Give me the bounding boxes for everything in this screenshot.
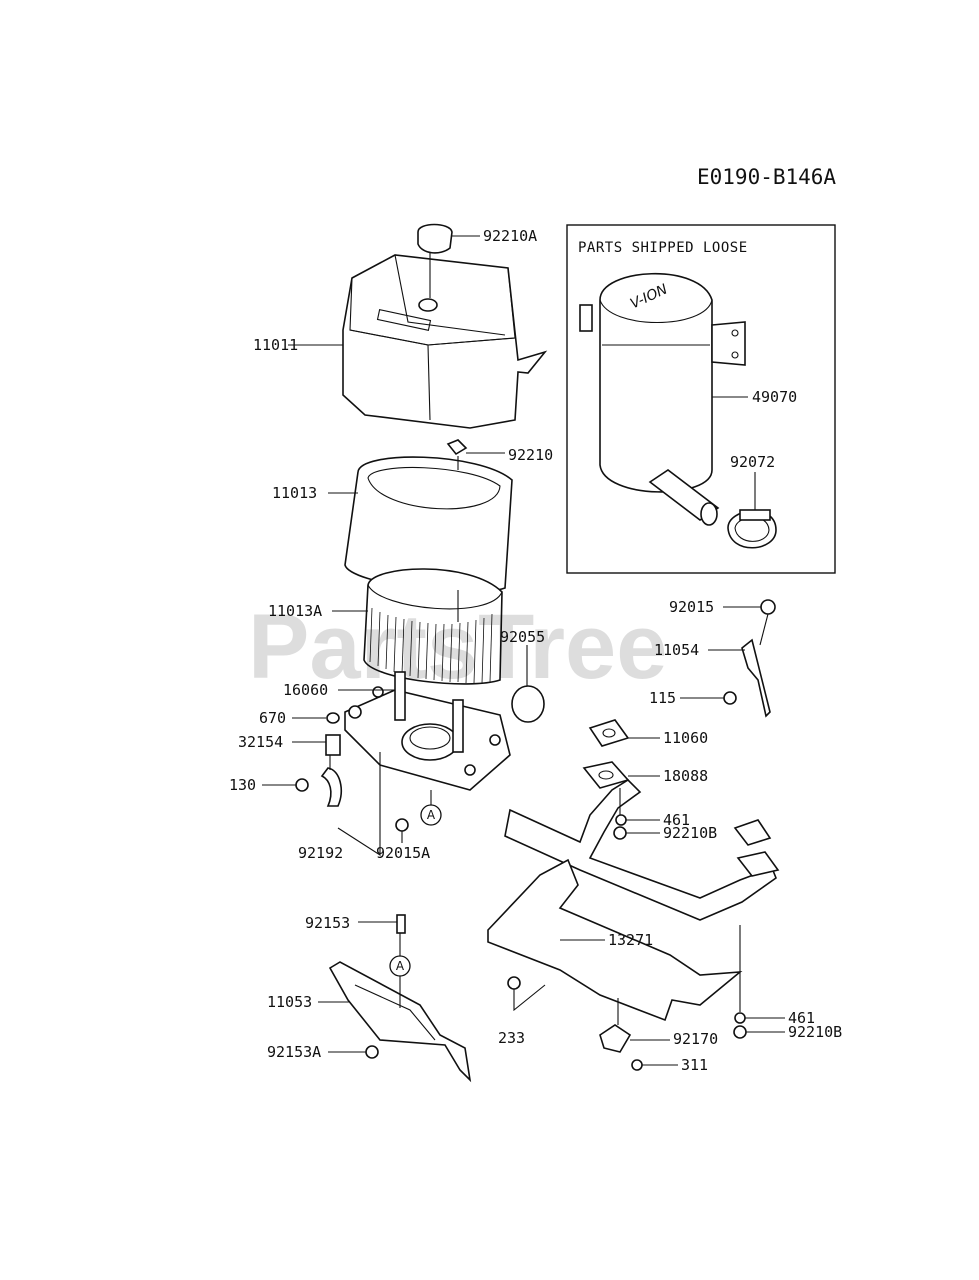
nut-92210Bb-drawing	[733, 1025, 747, 1039]
watermark: PartsTree	[248, 596, 667, 698]
label-11053: 11053	[267, 993, 312, 1011]
label-92015: 92015	[669, 598, 714, 616]
clip-130-drawing	[295, 778, 309, 792]
breather-hose-drawing	[320, 767, 342, 807]
bracket-92170-drawing	[599, 1024, 632, 1053]
gasket-right-drawing	[733, 819, 772, 846]
label-49070: 49070	[752, 388, 797, 406]
label-92210B-upper: 92210B	[663, 824, 717, 842]
foam-element-drawing	[344, 439, 513, 593]
label-670: 670	[259, 709, 286, 727]
label-311: 311	[681, 1056, 708, 1074]
label-11013: 11013	[272, 484, 317, 502]
label-18088: 18088	[663, 767, 708, 785]
label-11060: 11060	[663, 729, 708, 747]
nut-92015A-drawing	[395, 818, 409, 832]
label-461-upper: 461	[663, 811, 690, 829]
air-cleaner-base-drawing	[344, 671, 511, 791]
filter-element-drawing	[363, 568, 503, 685]
label-11013A: 11013A	[268, 602, 322, 620]
label-92153A: 92153A	[267, 1043, 321, 1061]
label-92153: 92153	[305, 914, 350, 932]
gasket-11060-drawing	[588, 719, 630, 747]
label-115: 115	[649, 689, 676, 707]
muffler-drawing: V-ION	[579, 272, 746, 526]
label-461-lower: 461	[788, 1009, 815, 1027]
breather-fitting-drawing	[325, 734, 341, 756]
label-92210B-lower: 92210B	[788, 1023, 842, 1041]
ref-marker-a-upper: A	[420, 804, 442, 826]
label-92072: 92072	[730, 453, 775, 471]
label-13271: 13271	[608, 931, 653, 949]
label-92210A: 92210A	[483, 227, 537, 245]
nut-461a-drawing	[615, 814, 627, 826]
ref-marker-a-lower: A	[389, 955, 411, 977]
nut-311-drawing	[631, 1059, 643, 1071]
o-ring-drawing	[511, 685, 545, 723]
svg-text:A: A	[396, 959, 405, 973]
label-233: 233	[498, 1029, 525, 1047]
parts-shipped-loose-title: PARTS SHIPPED LOOSE	[578, 240, 748, 256]
label-92015A: 92015A	[376, 844, 430, 862]
label-11054: 11054	[654, 641, 699, 659]
flange-18088-drawing	[582, 761, 630, 789]
label-92055: 92055	[500, 628, 545, 646]
label-92192: 92192	[298, 844, 343, 862]
label-32154: 32154	[238, 733, 283, 751]
parts-shipped-loose-box	[566, 224, 836, 574]
svg-text:A: A	[427, 808, 436, 822]
nut-92015-drawing	[760, 599, 776, 615]
bolt-92153-drawing	[396, 914, 406, 934]
label-11011: 11011	[253, 336, 298, 354]
label-92170: 92170	[673, 1030, 718, 1048]
grommet-drawing	[326, 712, 340, 724]
bolt-115-drawing	[723, 691, 737, 705]
label-16060: 16060	[283, 681, 328, 699]
diagram-code: E0190-B146A	[697, 165, 836, 189]
leader-lines	[262, 235, 785, 1066]
clamp-drawing	[727, 509, 777, 549]
label-92210: 92210	[508, 446, 553, 464]
flange-right-drawing	[736, 851, 780, 877]
part-labels: 92210A 11011 92210 11013 11013A 92055 16…	[229, 227, 842, 1074]
bracket-11054-drawing	[741, 638, 771, 718]
nut-461b-drawing	[734, 1012, 746, 1024]
nut-92210Ba-drawing	[613, 826, 627, 840]
nut-233-drawing	[507, 976, 521, 990]
bracket-11053-drawing	[328, 961, 472, 1083]
label-130: 130	[229, 776, 256, 794]
exhaust-pipe-drawing	[504, 778, 777, 921]
nut-92153A-drawing	[365, 1045, 379, 1059]
air-cleaner-cover-drawing	[342, 223, 548, 429]
